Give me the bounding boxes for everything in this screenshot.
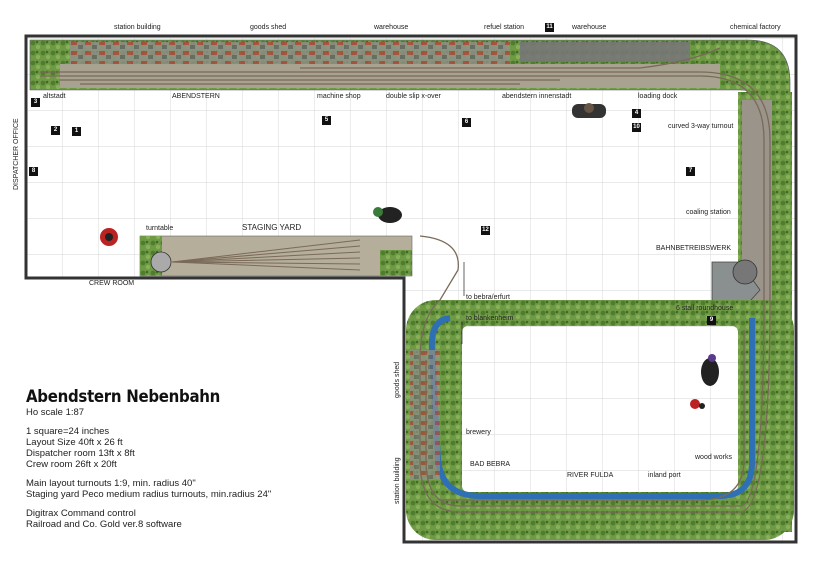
legend-line-7: Digitrax Command control — [26, 508, 136, 519]
label-curved-turnout: curved 3-way turnout — [668, 123, 734, 130]
marker-10: 10 — [632, 123, 641, 132]
legend-line-1: 1 square=24 inches — [26, 426, 110, 437]
legend-line-2: Layout Size 40ft x 26 ft — [26, 437, 123, 448]
label-wood-works: wood works — [695, 454, 732, 461]
label-staging-yard: STAGING YARD — [242, 223, 302, 232]
staging-turntable — [150, 251, 172, 273]
label-goods-shed-side: goods shed — [394, 361, 401, 398]
staging-tracks — [171, 239, 361, 271]
marker-2: 2 — [51, 126, 60, 135]
label-crew-room: CREW ROOM — [89, 280, 135, 287]
legend-line-3: Dispatcher room 13ft x 8ft — [26, 448, 135, 459]
person-figure-1 — [100, 228, 118, 246]
roundhouse-turntable — [732, 259, 758, 285]
label-inland-port: inland port — [648, 472, 681, 479]
legend-scale: Ho scale 1:87 — [26, 407, 85, 418]
legend-line-5: Main layout turnouts 1:9, min. radius 40… — [26, 478, 196, 489]
person-figure-3 — [572, 103, 606, 118]
label-roundhouse: 6 stall roundhouse — [676, 305, 734, 312]
label-brewery: brewery — [466, 429, 491, 436]
marker-5: 5 — [322, 116, 331, 125]
label-altstadt: altstadt — [43, 93, 66, 100]
legend-title: Abendstern Nebenbahn — [26, 386, 221, 407]
label-refuel-station: refuel station — [484, 24, 525, 31]
marker-1: 1 — [72, 127, 81, 136]
town-block — [70, 42, 510, 64]
label-to-bebra: to bebra/erfurt — [466, 294, 510, 301]
peninsula-grid-overlay — [462, 326, 738, 492]
label-station-building-top: station building — [114, 24, 161, 31]
label-warehouse-top: warehouse — [374, 24, 409, 31]
label-turntable: turntable — [146, 225, 174, 232]
person-figure-5 — [690, 399, 705, 409]
label-bad-bebra: BAD BEBRA — [470, 461, 511, 468]
label-loading-dock: loading dock — [638, 93, 678, 100]
marker-11: 11 — [545, 23, 554, 32]
legend-line-6: Staging yard Peco medium radius turnouts… — [26, 489, 272, 500]
marker-8: 8 — [29, 167, 38, 176]
label-warehouse-top2: warehouse — [572, 24, 607, 31]
label-coaling-station: coaling station — [686, 209, 731, 216]
industrial-block — [520, 42, 690, 62]
label-station-building-side: station building — [394, 457, 401, 504]
marker-6: 6 — [462, 118, 471, 127]
staging-scenery-east — [380, 250, 412, 276]
label-chemical-factory: chemical factory — [730, 24, 781, 31]
label-river-fulda: RIVER FULDA — [567, 472, 614, 479]
label-bahnbetriebswerk: BAHNBETREIBSWERK — [656, 245, 732, 252]
label-machine-shop: machine shop — [317, 93, 361, 100]
label-double-slip: double slip x-over — [386, 93, 441, 100]
bad-bebra-town — [410, 350, 440, 480]
label-goods-shed-top: goods shed — [250, 24, 287, 31]
label-to-blankenheim: to blankenheim — [466, 315, 514, 322]
legend: Abendstern Nebenbahn Ho scale 1:87 1 squ… — [26, 386, 356, 530]
marker-12: 12 — [481, 226, 490, 235]
marker-7: 7 — [686, 167, 695, 176]
marker-4: 4 — [632, 109, 641, 118]
river-fulda — [428, 315, 755, 499]
marker-3: 3 — [31, 98, 40, 107]
label-abendstern-innenstadt: abendstern innenstadt — [502, 93, 572, 100]
marker-9: 9 — [707, 316, 716, 325]
label-dispatcher-office: DISPATCHER OFFICE — [13, 118, 20, 190]
legend-line-4: Crew room 26ft x 20ft — [26, 459, 117, 470]
person-figure-2 — [373, 207, 402, 223]
mainline-tracks — [40, 47, 771, 513]
person-figure-4 — [701, 354, 719, 386]
label-abendstern: ABENDSTERN — [172, 93, 220, 100]
legend-line-8: Railroad and Co. Gold ver.8 software — [26, 519, 182, 530]
